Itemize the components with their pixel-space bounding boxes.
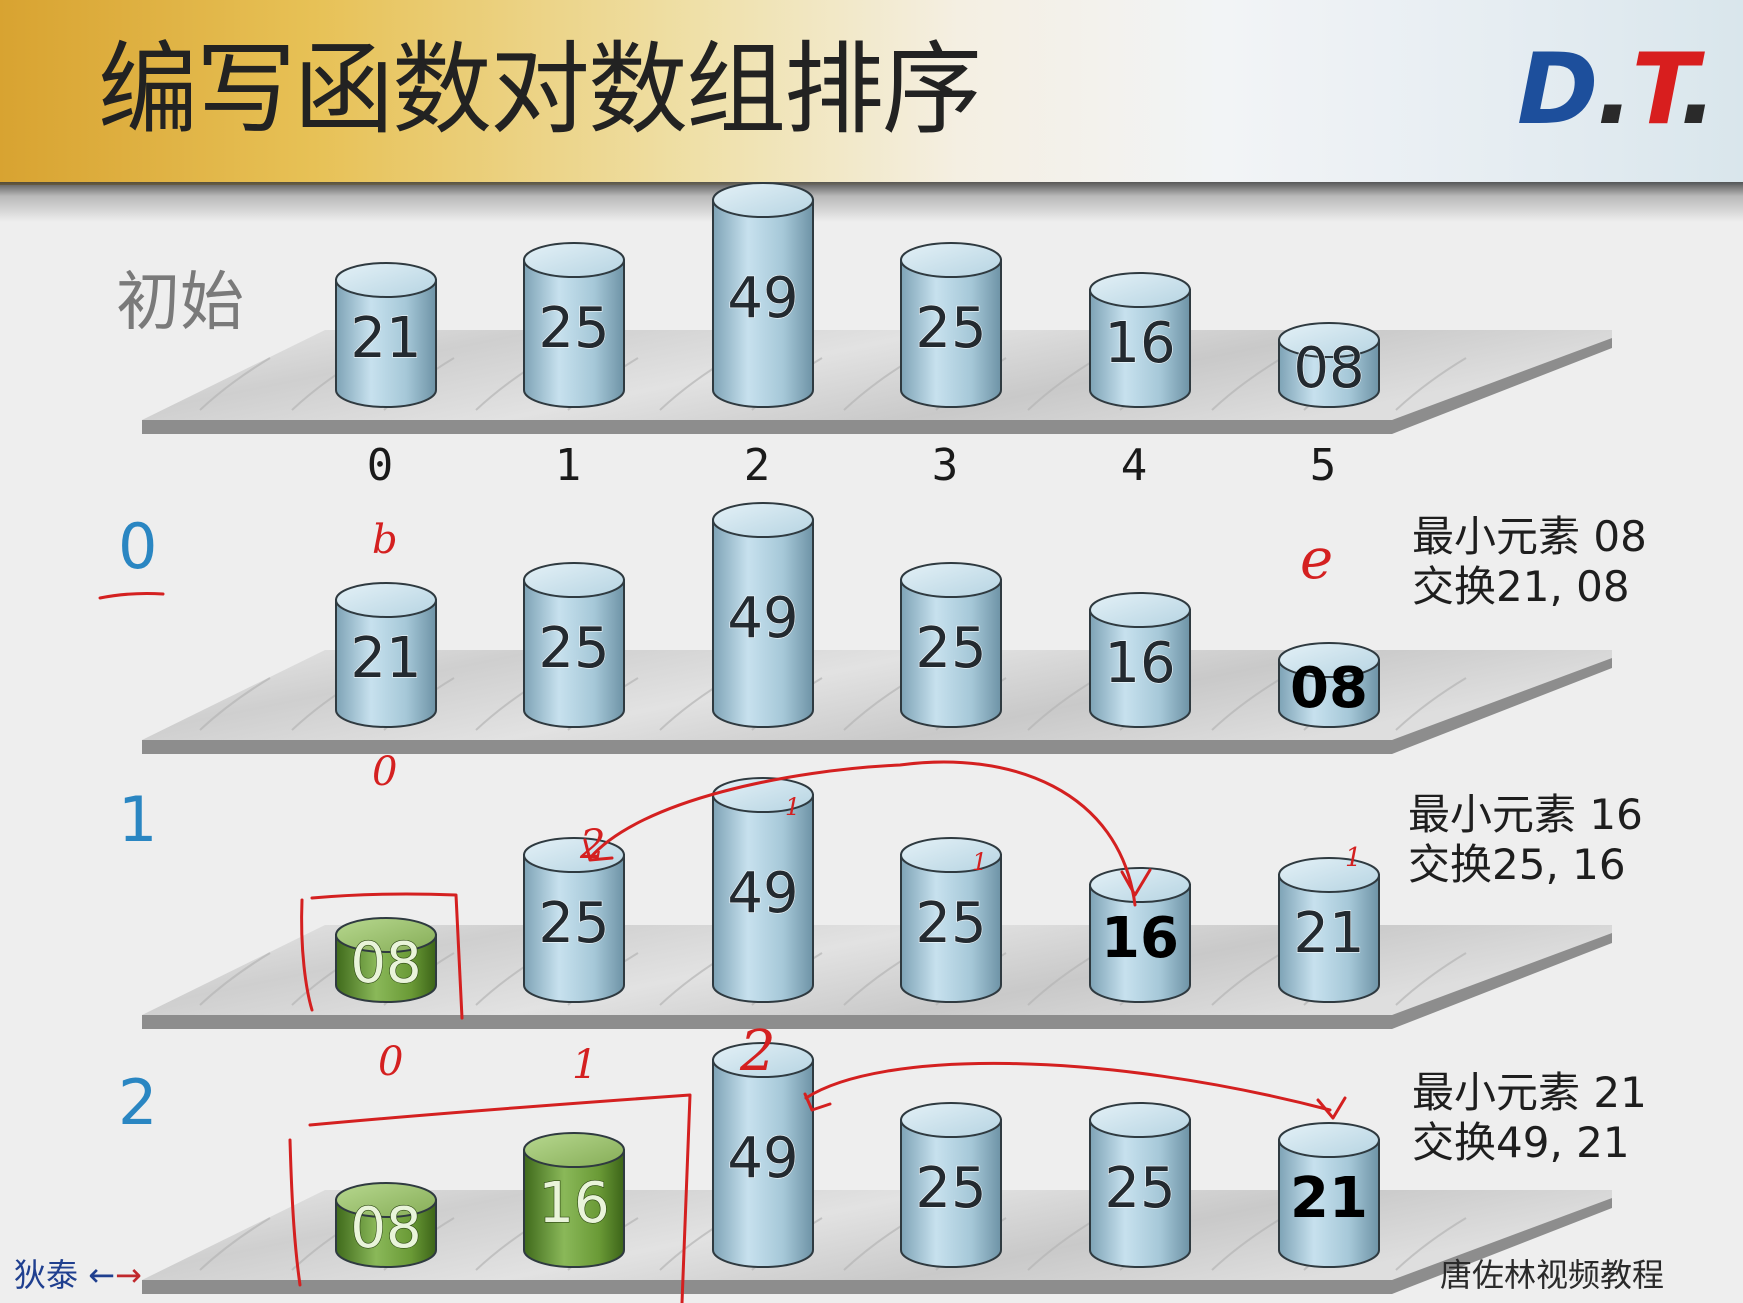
bracket-pass-1-left <box>300 898 314 1012</box>
cylinder-r3-c4: 25 <box>1089 1102 1191 1268</box>
cylinder-value-r3-c2: 49 <box>727 1126 798 1191</box>
handwritten-index-0-pass2: 0 <box>378 1039 403 1085</box>
cylinder-r2-c1: 25 <box>523 837 625 1003</box>
row-label-initial: 初始 <box>116 266 244 340</box>
cylinder-r0-c5: 08 <box>1278 322 1380 408</box>
handwritten-index-0-pass1: 0 <box>372 749 397 795</box>
cylinder-r3-c2: 49 <box>712 1042 814 1268</box>
header-shadow <box>0 182 1743 222</box>
pass-0-swap-note: 交换21, 08 <box>1412 562 1630 611</box>
cylinder-r3-c0: 08 <box>335 1182 437 1268</box>
cylinder-r1-c1: 25 <box>523 562 625 728</box>
pass-2-min-note: 最小元素 21 <box>1412 1068 1647 1117</box>
cylinder-value-r1-c3: 25 <box>915 616 986 681</box>
swap-arrow-pass-2-head-right <box>1316 1096 1347 1120</box>
swap-arrow-pass-2-head-left <box>803 1092 832 1112</box>
cylinder-value-r1-c1: 25 <box>538 616 609 681</box>
cylinder-value-r1-c0: 21 <box>350 626 421 691</box>
bracket-pass-2-top-right <box>308 1093 692 1303</box>
dt-logo: D.T. <box>1516 33 1717 147</box>
cylinder-value-r1-c4: 16 <box>1104 631 1175 696</box>
cylinder-value-r2-c5: 21 <box>1293 901 1364 966</box>
swap-arrow-pass-1-head-left <box>583 838 614 862</box>
bracket-pass-2-left <box>288 1138 302 1287</box>
cylinder-r1-c2: 49 <box>712 502 814 728</box>
cylinder-value-r3-c4: 25 <box>1104 1156 1175 1221</box>
cylinder-value-r0-c1: 25 <box>538 296 609 361</box>
handwritten-index-2-pass2: 2 <box>739 1019 776 1084</box>
cylinder-r2-c4: 16 <box>1089 867 1191 1003</box>
forward-arrow-icon[interactable]: → <box>115 1256 142 1294</box>
page-title: 编写函数对数组排序 <box>98 31 982 148</box>
handwritten-tick-c2: 1 <box>785 793 800 821</box>
cylinder-value-r3-c0: 08 <box>350 1196 421 1261</box>
footer-brand-name: 狄泰 <box>14 1256 79 1294</box>
cylinder-value-r1-c5: 08 <box>1290 656 1368 721</box>
index-label-0: 0 <box>367 440 394 491</box>
cylinder-value-r3-c1: 16 <box>538 1171 609 1236</box>
cylinder-r1-c3: 25 <box>900 562 1002 728</box>
row-label-pass-0: 0 <box>118 510 158 583</box>
index-label-2: 2 <box>744 440 771 491</box>
row-label-pass-1: 1 <box>118 783 158 856</box>
cylinder-value-r2-c1: 25 <box>538 891 609 956</box>
cylinder-r1-c5: 08 <box>1278 642 1380 728</box>
cylinder-value-r2-c4: 16 <box>1101 906 1179 971</box>
cylinder-r0-c3: 25 <box>900 242 1002 408</box>
swap-arrow-pass-1 <box>588 760 1137 907</box>
back-arrow-icon[interactable]: ← <box>88 1256 115 1294</box>
cylinder-value-r2-c3: 25 <box>915 891 986 956</box>
handwritten-index-b: b <box>372 517 398 563</box>
pass-0-min-note: 最小元素 08 <box>1412 512 1647 561</box>
cylinder-r0-c4: 16 <box>1089 272 1191 408</box>
cylinder-r2-c3: 25 <box>900 837 1002 1003</box>
swap-arrow-pass-2 <box>804 1061 1332 1112</box>
pass-1-swap-note: 交换25, 16 <box>1408 840 1626 889</box>
index-label-5: 5 <box>1310 440 1337 491</box>
cylinder-value-r0-c2: 49 <box>727 266 798 331</box>
header-bar <box>0 0 1743 185</box>
handwritten-index-e: e <box>1300 527 1333 592</box>
cylinder-value-r0-c4: 16 <box>1104 311 1175 376</box>
cylinder-r2-c2: 49 <box>712 777 814 1003</box>
cylinder-value-r3-c3: 25 <box>915 1156 986 1221</box>
platform-2 <box>142 925 1612 1029</box>
cylinder-r0-c0: 21 <box>335 262 437 408</box>
cylinder-value-r0-c3: 25 <box>915 296 986 361</box>
cylinder-value-r0-c0: 21 <box>350 306 421 371</box>
cylinder-value-r1-c2: 49 <box>727 586 798 651</box>
swap-arrow-pass-1-head-right <box>1120 868 1152 897</box>
cylinder-r1-c0: 21 <box>335 582 437 728</box>
cylinder-r3-c3: 25 <box>900 1102 1002 1268</box>
handwritten-tick-c3: 1 <box>972 848 987 876</box>
cylinder-r3-c5: 21 <box>1278 1122 1380 1268</box>
pass-2-swap-note: 交换49, 21 <box>1412 1118 1630 1167</box>
cylinder-r0-c1: 25 <box>523 242 625 408</box>
handwritten-index-1-pass2: 1 <box>572 1042 597 1088</box>
cylinder-r2-c0: 08 <box>335 917 437 1003</box>
cylinder-value-r3-c5: 21 <box>1290 1166 1368 1231</box>
underline-pass-0 <box>98 592 165 600</box>
footer-brand-right: 唐佐林视频教程 <box>1440 1256 1665 1294</box>
cylinder-value-r2-c2: 49 <box>727 861 798 926</box>
index-label-1: 1 <box>555 440 582 491</box>
cylinder-value-r0-c5: 08 <box>1293 336 1364 401</box>
cylinder-r1-c4: 16 <box>1089 592 1191 728</box>
cylinder-value-r2-c0: 08 <box>350 931 421 996</box>
row-label-pass-2: 2 <box>118 1066 158 1139</box>
pass-1-min-note: 最小元素 16 <box>1408 790 1643 839</box>
index-label-4: 4 <box>1121 440 1148 491</box>
footer-brand-left: 狄泰 ←→ <box>14 1250 142 1296</box>
bracket-pass-1-right <box>310 892 464 1020</box>
cylinder-r2-c5: 21 <box>1278 857 1380 1003</box>
cylinder-r0-c2: 49 <box>712 182 814 408</box>
handwritten-tick-c5: 1 <box>1345 843 1362 873</box>
index-label-3: 3 <box>932 440 959 491</box>
cylinder-r3-c1: 16 <box>523 1132 625 1268</box>
